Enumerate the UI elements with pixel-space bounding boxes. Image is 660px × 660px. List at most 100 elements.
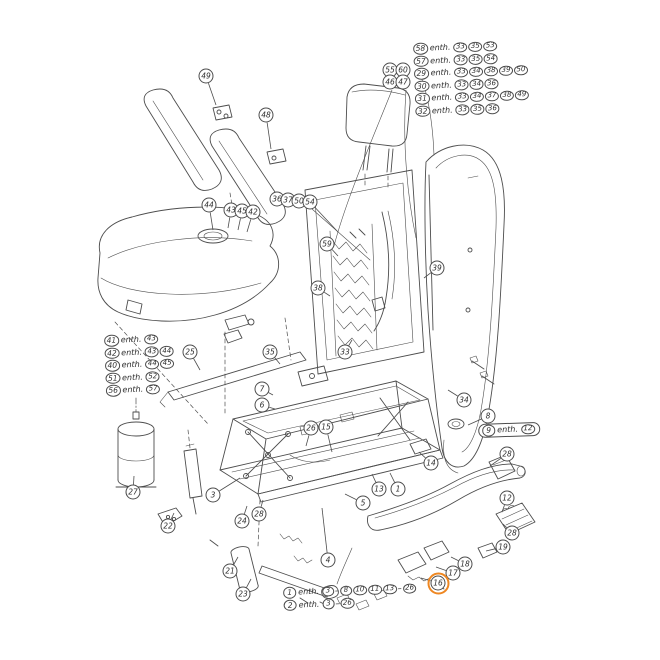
part-number-ref: 57 <box>413 54 429 67</box>
part-number-ref: 33 <box>455 104 470 116</box>
callout-21[interactable]: 21 <box>222 563 238 579</box>
legend-word: enth. <box>121 359 143 370</box>
part-number-ref: 49 <box>514 89 529 101</box>
legend-word: enth. <box>431 92 453 103</box>
range-dash: – <box>335 598 340 608</box>
callout-59[interactable]: 59 <box>319 236 335 252</box>
legend-word: enth. <box>121 347 143 358</box>
part-number-ref: 33 <box>455 91 470 103</box>
callout-28[interactable]: 28 <box>499 446 515 462</box>
part-number-ref: 8 <box>339 585 353 597</box>
callout-13[interactable]: 13 <box>371 481 387 497</box>
part-number-ref: 44 <box>159 345 174 357</box>
part-number-ref: 11 <box>367 584 382 596</box>
part-number-ref: 29 <box>413 67 429 80</box>
part-number-ref: 39 <box>498 65 514 77</box>
callout-49[interactable]: 49 <box>198 68 214 84</box>
part-number-ref: 10 <box>352 584 368 596</box>
callout-44[interactable]: 44 <box>201 197 217 213</box>
legend-word: enth. <box>430 67 452 78</box>
callout-28[interactable]: 28 <box>504 525 520 541</box>
callout-38[interactable]: 38 <box>310 280 326 296</box>
air-bellows <box>115 397 157 488</box>
callout-16-highlighted[interactable]: 16 <box>427 572 449 594</box>
callout-18[interactable]: 18 <box>457 556 473 572</box>
suspension-frame <box>219 380 465 503</box>
callout-26[interactable]: 26 <box>303 420 319 436</box>
callout-23[interactable]: 23 <box>235 586 251 602</box>
backrest-shell <box>424 144 505 474</box>
part-number-ref: 38 <box>499 90 515 101</box>
callout-34[interactable]: 34 <box>456 392 472 408</box>
part-number-ref: 33 <box>453 41 468 53</box>
callout-54[interactable]: 54 <box>302 194 318 210</box>
callout-4[interactable]: 4 <box>320 552 336 568</box>
part-number-ref: 1 <box>283 586 297 599</box>
range-dash: – <box>397 584 402 594</box>
callout-12[interactable]: 12 <box>499 490 515 506</box>
legend-word: enth. <box>121 372 143 383</box>
callout-6[interactable]: 6 <box>254 397 270 413</box>
callout-48[interactable]: 48 <box>258 107 274 123</box>
part-number-ref: 37 <box>484 90 500 102</box>
callout-39[interactable]: 39 <box>429 260 445 276</box>
part-number-ref: 57 <box>146 383 161 395</box>
part-number-ref: 51 <box>105 371 121 384</box>
headrest <box>345 83 411 173</box>
callout-25[interactable]: 25 <box>182 344 198 360</box>
part-number-ref: 38 <box>483 65 499 77</box>
part-number-ref: 36 <box>485 103 500 115</box>
armrest-left <box>143 88 233 191</box>
part-number-ref: 33 <box>453 54 469 66</box>
callout-7[interactable]: 7 <box>254 381 270 397</box>
callout-19[interactable]: 19 <box>495 539 511 555</box>
part-number-ref: 33 <box>454 66 469 78</box>
legend-word: enth. <box>122 384 144 395</box>
part-number-ref: 40 <box>104 359 120 372</box>
legend-word: enth. <box>497 424 519 435</box>
part-number-ref: 33 <box>454 79 469 91</box>
callout-1[interactable]: 1 <box>390 481 406 497</box>
part-number-ref: 32 <box>415 104 431 117</box>
callout-28[interactable]: 28 <box>251 506 267 522</box>
legend-word: enth. <box>298 599 320 610</box>
callout-8[interactable]: 8 <box>480 408 496 424</box>
callout-15[interactable]: 15 <box>318 419 334 435</box>
legend-word: enth. <box>431 105 453 116</box>
part-number-ref: 34 <box>469 91 485 103</box>
part-number-ref: 30 <box>414 79 430 92</box>
part-number-ref: 3 <box>322 598 335 610</box>
part-number-ref: 42 <box>104 346 120 359</box>
callout-42[interactable]: 42 <box>245 204 261 220</box>
legend-word: enth. <box>430 55 452 66</box>
part-number-ref: 45 <box>160 358 175 370</box>
range-dash: – <box>334 586 340 596</box>
callout-33[interactable]: 33 <box>337 344 353 360</box>
part-number-ref: 9 <box>482 424 496 437</box>
callout-47[interactable]: 47 <box>395 74 411 90</box>
part-number-ref: 44 <box>145 358 160 370</box>
part-number-ref: 54 <box>483 53 498 65</box>
callout-3[interactable]: 3 <box>205 487 221 503</box>
callout-22[interactable]: 22 <box>160 518 176 534</box>
part-number-ref: 41 <box>104 334 119 347</box>
callout-17[interactable]: 17 <box>445 565 461 581</box>
callout-35[interactable]: 35 <box>262 344 278 360</box>
part-number-ref: 2 <box>283 599 297 611</box>
callout-27[interactable]: 27 <box>125 484 141 500</box>
legend-word: enth. <box>429 42 451 53</box>
part-number-ref: 34 <box>469 78 484 90</box>
part-number-ref: 53 <box>483 40 498 52</box>
callout-5[interactable]: 5 <box>355 495 371 511</box>
callout-14[interactable]: 14 <box>423 455 439 471</box>
callout-24[interactable]: 24 <box>234 513 250 529</box>
part-number-ref: 36 <box>484 78 499 90</box>
part-number-ref: 3 <box>321 585 335 597</box>
